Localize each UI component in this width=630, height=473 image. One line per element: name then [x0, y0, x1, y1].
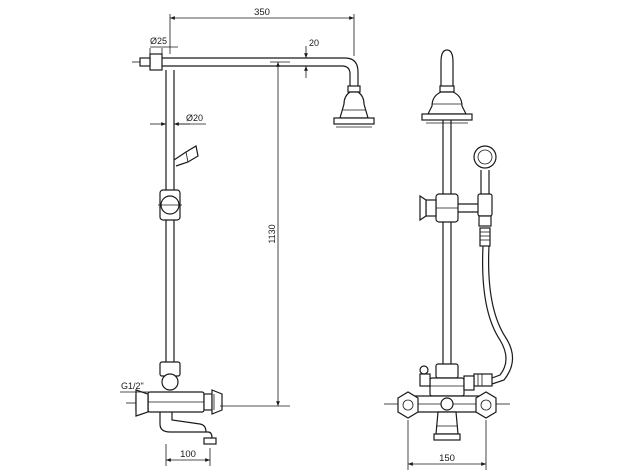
dim-1130-label: 1130 [267, 224, 277, 243]
side-view: 350 Ø25 20 Ø20 1130 G1/2" 100 [120, 7, 375, 466]
dim-dia25-label: Ø25 [150, 36, 167, 46]
dim-150-label: 150 [439, 453, 455, 464]
dim-100-label: 100 [180, 449, 196, 460]
dim-g12-label: G1/2" [121, 381, 144, 391]
dim-350-label: 350 [254, 7, 270, 18]
dim-dia20-label: Ø20 [186, 113, 203, 123]
front-view: 150 [384, 49, 514, 470]
dim-20-label: 20 [309, 38, 319, 48]
